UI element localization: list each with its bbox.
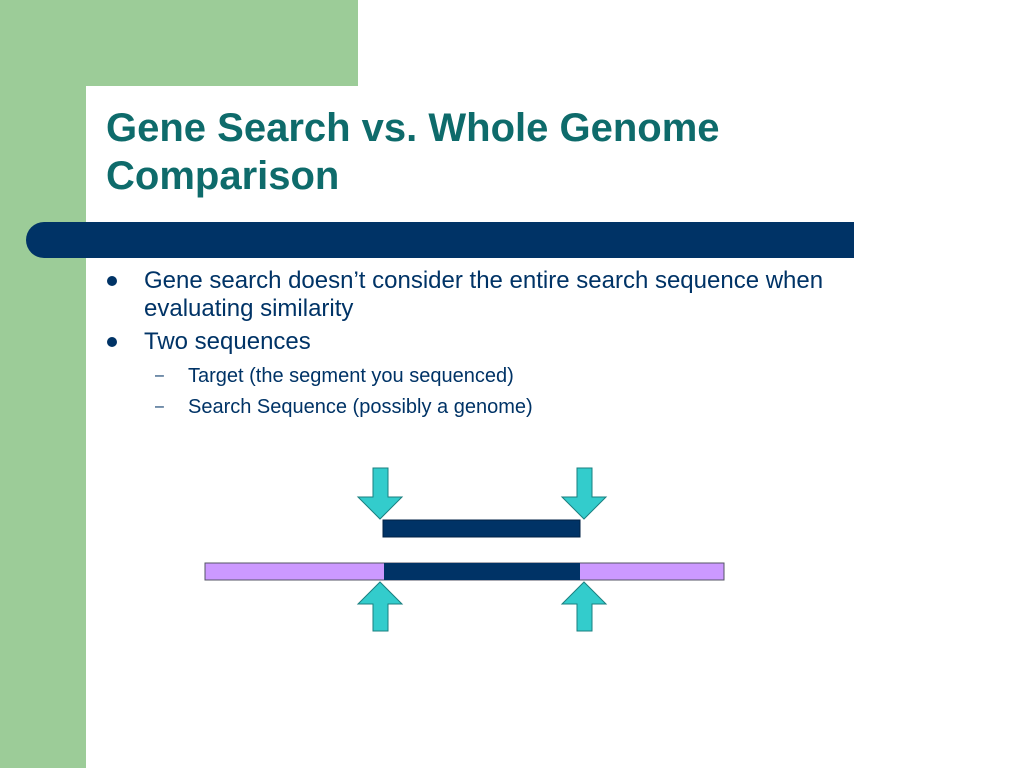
bullet-dot-icon xyxy=(107,337,117,347)
arrow-up-icon xyxy=(560,581,608,632)
sub-bullet-item-1: – Target (the segment you sequenced) xyxy=(155,364,888,388)
dash-bullet-icon: – xyxy=(155,398,164,415)
sub-bullet-item-2: – Search Sequence (possibly a genome) xyxy=(155,395,888,419)
decorative-green-sidebar xyxy=(0,0,86,768)
decorative-rounded-corner xyxy=(86,86,206,206)
target-segment xyxy=(382,519,581,538)
sub-bullet-text: Target (the segment you sequenced) xyxy=(188,365,514,387)
sub-bullet-text: Search Sequence (possibly a genome) xyxy=(188,396,533,418)
slide-title: Gene Search vs. Whole Genome Comparison xyxy=(106,106,720,198)
bullet-text: Gene search doesn’t consider the entire … xyxy=(144,267,824,322)
arrow-down-icon xyxy=(356,467,404,520)
bullet-dot-icon xyxy=(107,276,117,286)
arrow-down-icon xyxy=(560,467,608,520)
title-underline-bar xyxy=(26,222,854,258)
bullet-item-1: Gene search doesn’t consider the entire … xyxy=(107,267,904,323)
bullet-item-2: Two sequences xyxy=(107,328,904,356)
bullet-text: Two sequences xyxy=(144,328,311,355)
arrow-up-icon xyxy=(356,581,404,632)
matching-region xyxy=(384,563,580,580)
dash-bullet-icon: – xyxy=(155,367,164,384)
